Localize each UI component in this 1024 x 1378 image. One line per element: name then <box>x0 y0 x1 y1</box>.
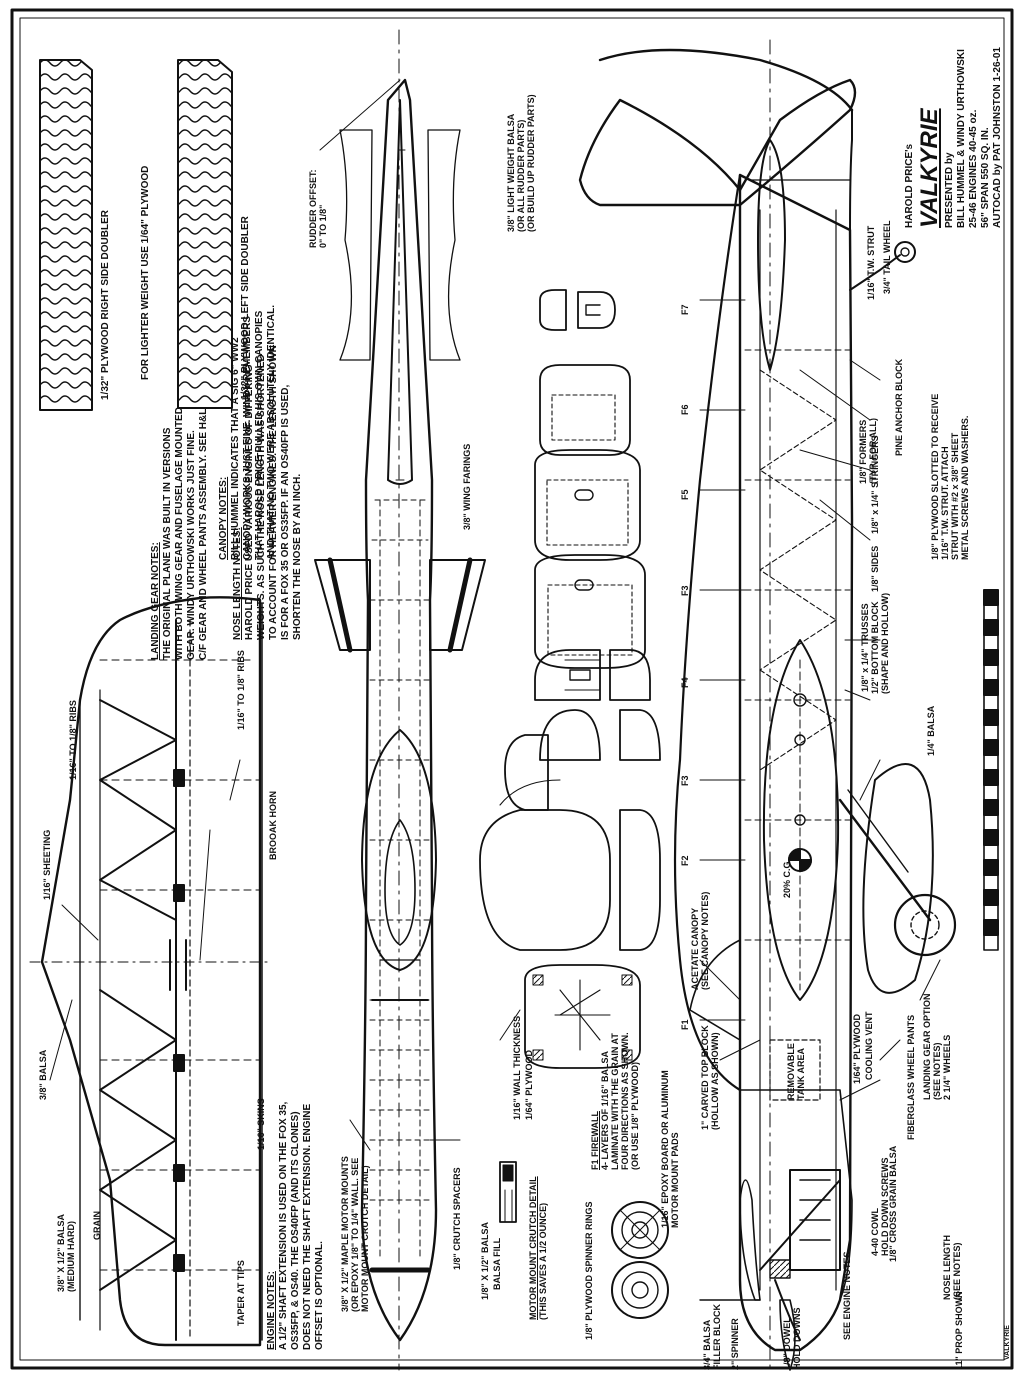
label-18-12-balsa: 1/8" X 1/2" BALSA <box>480 1221 490 1300</box>
label-crutch-spacers: 1/8" CRUTCH SPACERS <box>452 1167 462 1270</box>
label-f1: F1 <box>680 1019 690 1030</box>
label-f3b: F3 <box>680 775 690 786</box>
landing-gear-note-line: THE ORIGINAL PLANE WAS BUILT IN VERSIONS <box>162 427 173 660</box>
label-taper-tips: TAPER AT TIPS <box>236 1260 246 1326</box>
label-f3: F3 <box>680 585 690 596</box>
scale-bar <box>983 589 999 951</box>
label-corner-stamp: VALKYRIE <box>1004 1325 1011 1360</box>
title-line5: 25-46 ENGINES 40-45 oz. <box>968 109 979 228</box>
label-f2: F2 <box>680 855 690 866</box>
label-broach-horn: BROOAK HORN <box>268 791 278 860</box>
landing-gear-note-line: GEAR. WINDY URTHOWSKI WORKS JUST FINE. <box>186 430 197 660</box>
label-f4: F4 <box>680 677 690 688</box>
label-skins: 1/16" SKINS <box>256 1098 266 1150</box>
label-balsa-fill: BALSA FILL <box>492 1237 502 1290</box>
label-cowl-screws: 4-40 COWL HOLD DOWN SCREWS <box>870 1157 890 1257</box>
label-cg: 20% C.G. <box>782 858 792 898</box>
label-cooling-vent: COOLING VENT <box>864 1011 874 1080</box>
label-plywood-slotted: 1/8" PLYWOOD SLOTTED TO RECEIVE 1/16" T.… <box>930 393 970 560</box>
engine-notes: ENGINE NOTES: A 1/2" SHAFT EXTENSION IS … <box>266 1102 326 1350</box>
sheet-inner-border <box>19 17 1005 1361</box>
label-dowel: 1/8" DOWEL HOLD DOWNS <box>782 1307 802 1371</box>
label-trusses: 1/8" x 1/4" TRUSSES <box>860 603 870 692</box>
leader-lines <box>319 79 941 1151</box>
nose-length-note-line: SHORTEN THE NOSE BY AN INCH. <box>292 473 303 640</box>
label-maple-mounts: 3/8" X 1/2" MAPLE MOTOR MOUNTS (OR EPOXY… <box>340 1156 370 1312</box>
label-38-balsa: 3/8" BALSA <box>38 1049 48 1100</box>
label-sides: 1/8" SIDES <box>870 545 880 592</box>
title-line3: PRESENTED by <box>944 152 955 228</box>
label-spinner-rings: 1/8" PLYWOOD SPINNER RINGS <box>584 1201 594 1340</box>
label-lighter-weight: FOR LIGHTER WEIGHT USE 1/64" PLYWOOD <box>140 165 151 380</box>
label-f6: F6 <box>680 404 690 415</box>
label-wall-thickness: 1/16" WALL THICKNESS <box>512 1015 522 1120</box>
label-grain: GRAIN <box>92 1211 102 1240</box>
label-ribs-right: 1/16" TO 1/8" RIBS <box>236 650 246 730</box>
nose-length-note-line: TO ACCOUNT FOR HEAVIER ENGINES. THE LENG… <box>268 345 279 640</box>
motor-mount-crutch-detail <box>499 1161 517 1223</box>
spinner-rings <box>611 1201 669 1319</box>
wing-plan-view <box>29 596 271 1347</box>
title-line6: 56" SPAN 550 SQ. IN. <box>980 127 991 228</box>
label-right-doubler: 1/32" PLYWOOD RIGHT SIDE DOUBLER <box>100 210 111 400</box>
label-64-plywood-b: 1/64" PLYWOOD <box>852 1014 862 1084</box>
label-f5: F5 <box>680 489 690 500</box>
label-removable-tank: REMOVABLE TANK AREA <box>786 1043 806 1100</box>
engine-notes-title: ENGINE NOTES: <box>266 1271 277 1350</box>
plane-name: VALKYRIE <box>916 108 943 228</box>
label-f7: F7 <box>680 304 690 315</box>
right-side-doubler <box>39 59 93 411</box>
title-line1: HAROLD PRICE's <box>904 143 915 228</box>
fuselage-side-view <box>578 39 957 1371</box>
label-ribs-upper: 1/16" TO 1/8" RIBS <box>68 700 78 780</box>
label-pine-anchor: PINE ANCHOR BLOCK <box>894 358 904 456</box>
label-bottom-block: 1/2" BOTTOM BLOCK (SHAPE AND HOLLOW) <box>870 592 890 694</box>
label-epoxy-board: 1/16" EPOXY BOARD OR ALUMINUM MOTOR MOUN… <box>660 1070 680 1228</box>
label-fiberglass-pants: FIBERGLASS WHEEL PANTS <box>906 1014 916 1140</box>
title-line4: BILL HUMMEL & WINDY URTHOWSKI <box>956 49 967 228</box>
landing-gear-notes-title: LANDING GEAR NOTES: <box>150 542 161 660</box>
engine-note-line: DOES NOT NEED THE SHAFT EXTENSION. ENGIN… <box>302 1103 313 1350</box>
label-64-plywood: 1/64" PLYWOOD <box>524 1050 534 1120</box>
label-nose-length: NOSE LENGTH (SEE NOTES) <box>942 1234 962 1300</box>
label-balsa-38-12: 3/8" X 1/2" BALSA (MEDIUM HARD) <box>56 1213 76 1292</box>
sheet-border <box>10 8 1014 1370</box>
label-rudder-balsa: 3/8" LIGHT WEIGHT BALSA (OR ALL RUDDER P… <box>506 94 536 232</box>
label-carved-top: 1" CARVED TOP BLOCK (HOLLOW AS SHOWN) <box>700 1025 720 1130</box>
former-sections <box>479 289 661 1069</box>
title-line7: AUTOCAD by PAT JOHNSTON 1-26-01 <box>992 47 1003 228</box>
label-tw-strut: 1/16" T.W. STRUT <box>866 225 876 300</box>
nose-length-note-line: WEIGHTS. AS SUCH THE NOSE LENGTH WAS SHO… <box>256 354 267 640</box>
label-spinner: 2" SPINNER <box>730 1318 740 1370</box>
label-crutch-detail: MOTOR MOUNT CRUTCH DETAIL (THIS SAVES A … <box>528 1176 548 1320</box>
canopy-notes-title: CANOPY NOTES: <box>218 476 229 560</box>
nose-length-notes-title: NOSE LENGTH NOTES: <box>232 527 243 640</box>
label-rudder-offset: RUDDER OFFSET: 0" TO 1/8" <box>308 169 328 249</box>
left-side-doubler <box>177 59 233 409</box>
engine-note-line: OS35FP, & OS40. THE OS40FP (AND ITS CLON… <box>290 1111 301 1350</box>
fuselage-top-view <box>314 29 486 1371</box>
landing-gear-notes: LANDING GEAR NOTES: THE ORIGINAL PLANE W… <box>150 407 210 660</box>
nose-length-note-line: IS FOR A FOX 35 OR OS35FP. IF AN OS40FP … <box>280 384 291 640</box>
label-filler-block: 3/4" BALSA FILLER BLOCK <box>702 1304 722 1370</box>
label-sheeting: 1/16" SHEETING <box>42 829 52 900</box>
label-landing-gear-option: LANDING GEAR OPTION (SEE NOTES) 2 1/4" W… <box>922 993 952 1100</box>
label-acetate-canopy: ACETATE CANOPY (SEE CANOPY NOTES) <box>690 891 710 990</box>
label-firewall: F1 FIREWALL 4- LAYERS OF 1/16" BALSA LAM… <box>590 1032 640 1170</box>
label-stringers: 1/8" x 1/4" STRINGERS <box>870 435 880 534</box>
title-block: HAROLD PRICE's VALKYRIE PRESENTED by BIL… <box>904 47 1004 228</box>
label-prop-shown: 11" PROP SHOWN <box>954 1291 964 1370</box>
engine-note-line: A 1/2" SHAFT EXTENSION IS USED ON THE FO… <box>278 1101 289 1350</box>
nose-length-notes: NOSE LENGTH NOTES: HAROLD PRICE USED VAR… <box>232 345 304 640</box>
label-wing-farings: 3/8" WING FARINGS <box>462 443 472 530</box>
landing-gear-note-line: WITH BOTH WING GEAR AND FUSELAGE MOUNTED <box>174 407 185 660</box>
label-tail-wheel: 3/4" TAIL WHEEL <box>882 220 892 294</box>
engine-note-line: OFFSET IS OPTIONAL. <box>314 1241 325 1350</box>
landing-gear-note-line: C/F GEAR AND WHEEL PANTS ASSEMBLY. SEE H… <box>198 408 209 660</box>
nose-length-note-line: HAROLD PRICE USED VARIOUS ENGINES OF DIF… <box>244 364 255 640</box>
label-see-engine-notes: SEE ENGINE NOTES <box>842 1251 852 1340</box>
label-quarter-balsa: 1/4" BALSA <box>926 705 936 756</box>
